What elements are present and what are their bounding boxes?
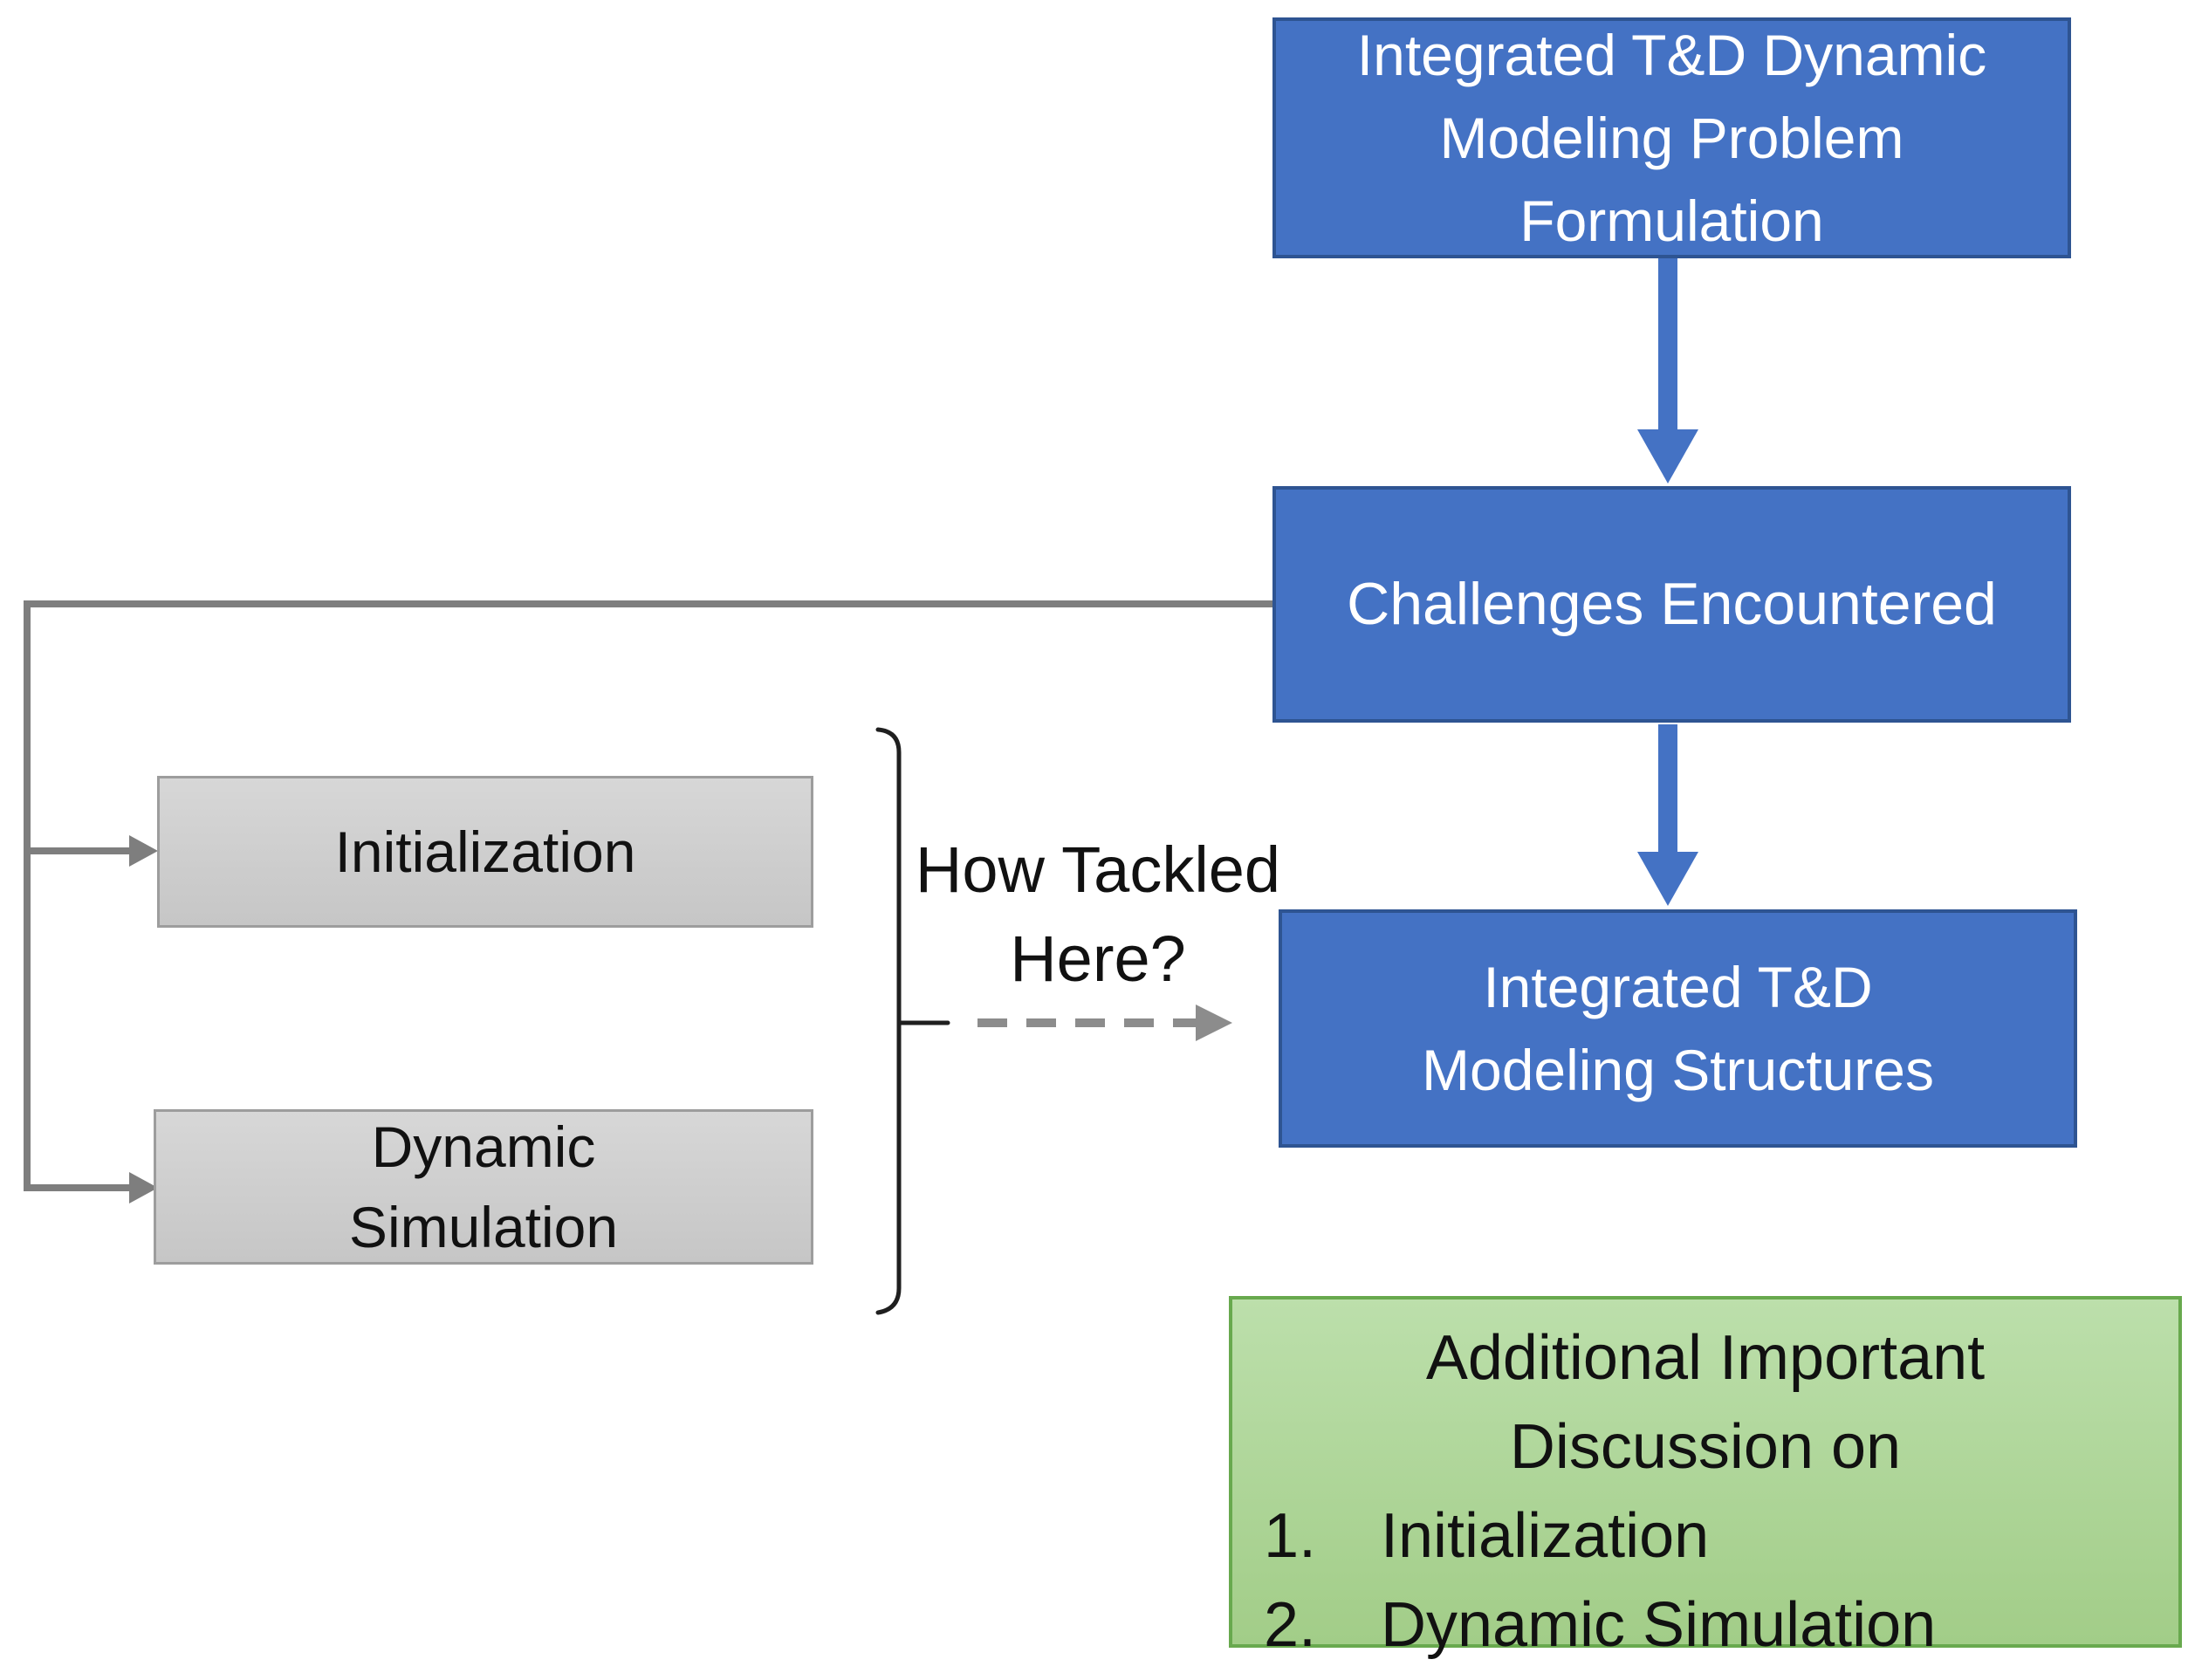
discussion-item-1: 1. Initialization bbox=[1232, 1491, 2178, 1581]
discussion-item-2-label: Dynamic Simulation bbox=[1381, 1590, 1937, 1660]
discussion-title: Additional Important Discussion on bbox=[1425, 1323, 1986, 1482]
down-arrow-to-structures-icon bbox=[1637, 724, 1698, 906]
down-arrow-to-challenges-icon bbox=[1637, 258, 1698, 483]
node-problem-formulation-label: Integrated T&D Dynamic Modeling Problem … bbox=[1356, 22, 1987, 253]
node-modeling-structures: Integrated T&D Modeling Structures bbox=[1279, 909, 2077, 1148]
node-dynamic-simulation: Dynamic Simulation bbox=[154, 1109, 813, 1265]
node-initialization: Initialization bbox=[157, 776, 813, 928]
node-challenges-encountered-label: Challenges Encountered bbox=[1347, 571, 1997, 637]
discussion-item-1-number: 1. bbox=[1264, 1501, 1317, 1571]
node-modeling-structures-label: Integrated T&D Modeling Structures bbox=[1422, 954, 1934, 1102]
node-problem-formulation: Integrated T&D Dynamic Modeling Problem … bbox=[1272, 17, 2071, 258]
how-tackled-arrowhead-icon bbox=[1196, 1005, 1232, 1041]
grouping-bracket-icon bbox=[875, 727, 950, 1315]
how-tackled-label: How Tackled Here? bbox=[915, 833, 1281, 995]
node-additional-discussion: Additional Important Discussion on 1. In… bbox=[1229, 1296, 2182, 1660]
node-dynamic-simulation-label: Dynamic Simulation bbox=[348, 1114, 619, 1259]
discussion-item-1-label: Initialization bbox=[1381, 1501, 1710, 1571]
connector-arrowhead-initialization-icon bbox=[129, 835, 158, 867]
discussion-item-2: 2. Dynamic Simulation bbox=[1232, 1581, 2178, 1670]
discussion-item-2-number: 2. bbox=[1264, 1590, 1317, 1660]
node-initialization-label: Initialization bbox=[334, 819, 636, 884]
node-challenges-encountered: Challenges Encountered bbox=[1272, 486, 2071, 723]
